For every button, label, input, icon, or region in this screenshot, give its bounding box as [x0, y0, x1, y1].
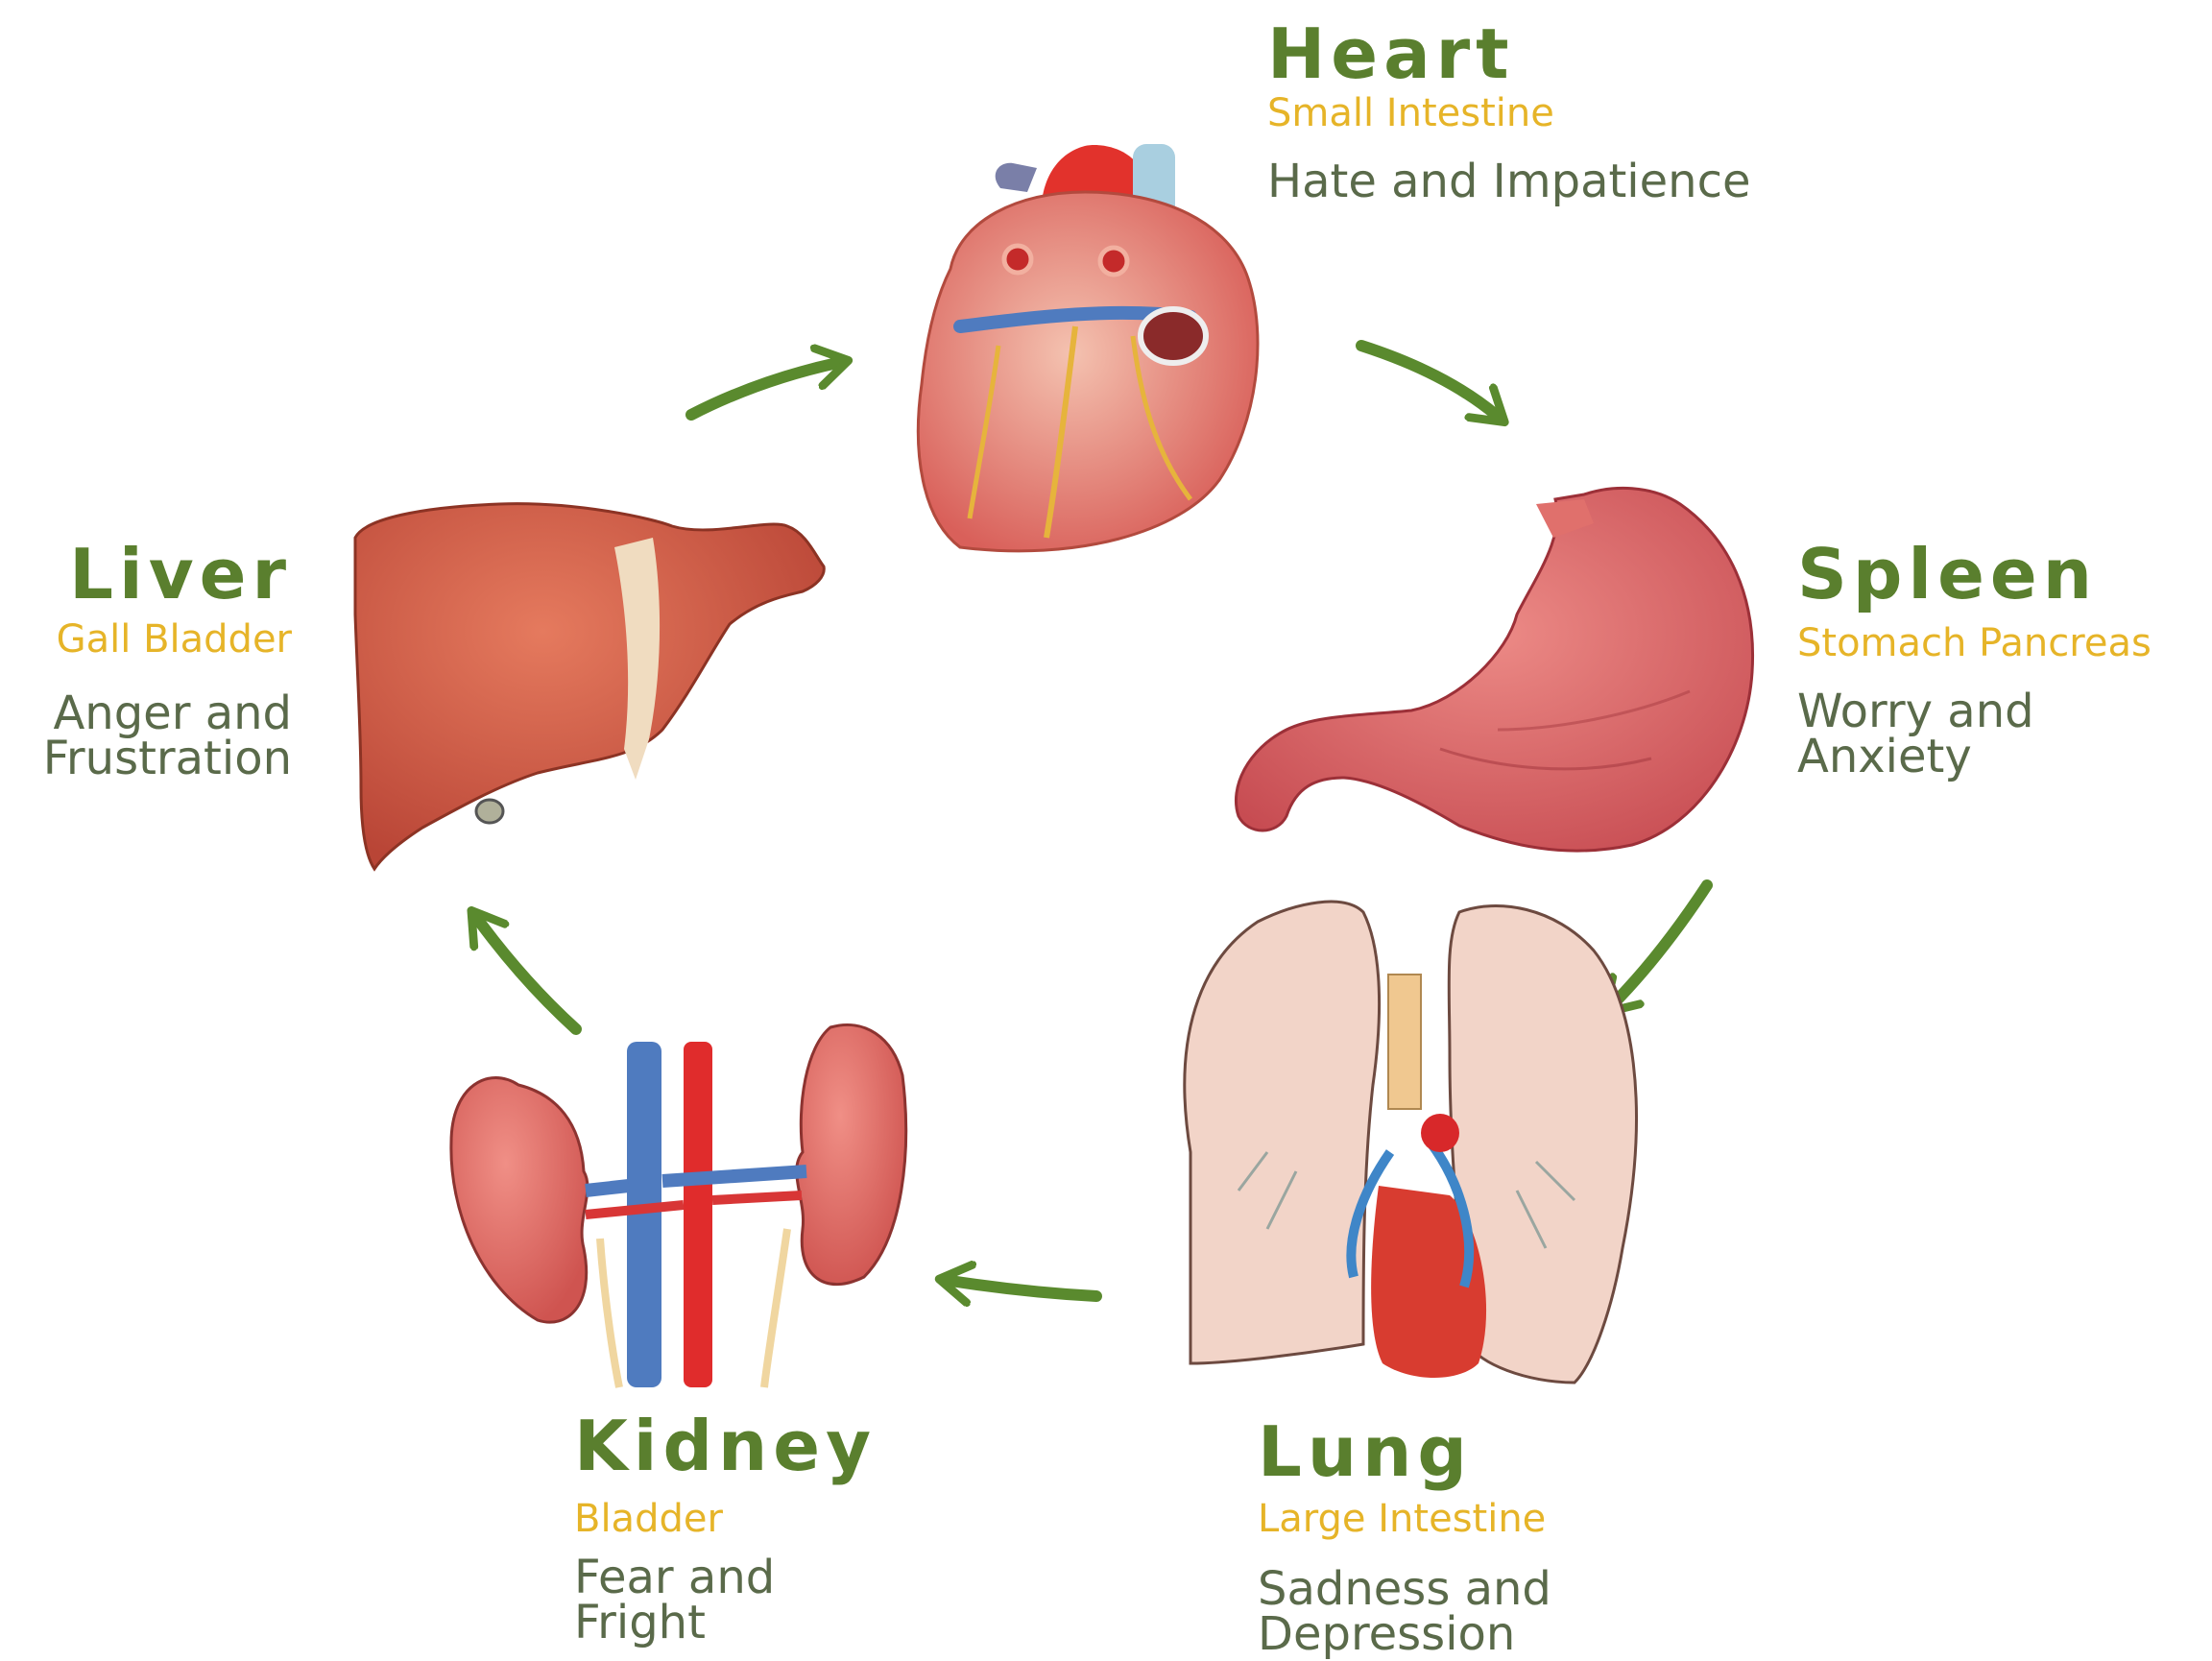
heart-emotion: Hate and Impatience: [1267, 159, 1751, 205]
heart-title: Heart: [1267, 19, 1515, 88]
heart-illustration: [918, 144, 1258, 551]
arrow-liver-to-heart: [691, 363, 837, 415]
liver-paired-organ: Gall Bladder: [0, 620, 292, 659]
kidney-title: Kidney: [574, 1411, 877, 1480]
arrow-kidney-to-liver: [478, 920, 576, 1029]
spleen-paired-organ: Stomach Pancreas: [1797, 624, 2152, 662]
kidney-illustration: [451, 1024, 906, 1387]
kidney-emotion: Fear and Fright: [574, 1555, 775, 1646]
lung-illustration: [1185, 902, 1637, 1383]
liver-emotion: Anger and Frustration: [0, 691, 292, 782]
lung-title: Lung: [1258, 1417, 1473, 1486]
arrow-spleen-to-lung: [1613, 885, 1707, 1004]
lung-paired-organ: Large Intestine: [1258, 1500, 1546, 1538]
spleen-title: Spleen: [1797, 540, 2098, 609]
arrow-heart-to-spleen: [1361, 346, 1496, 415]
spleen-emotion: Worry and Anxiety: [1797, 689, 2034, 780]
stomach-illustration: [1236, 488, 1752, 851]
heart-paired-organ: Small Intestine: [1267, 94, 1554, 132]
arrow-lung-to-kidney: [950, 1281, 1096, 1296]
liver-illustration: [355, 504, 824, 869]
lung-emotion: Sadness and Depression: [1258, 1567, 1551, 1657]
kidney-paired-organ: Bladder: [574, 1500, 723, 1538]
liver-title: Liver: [0, 540, 292, 609]
